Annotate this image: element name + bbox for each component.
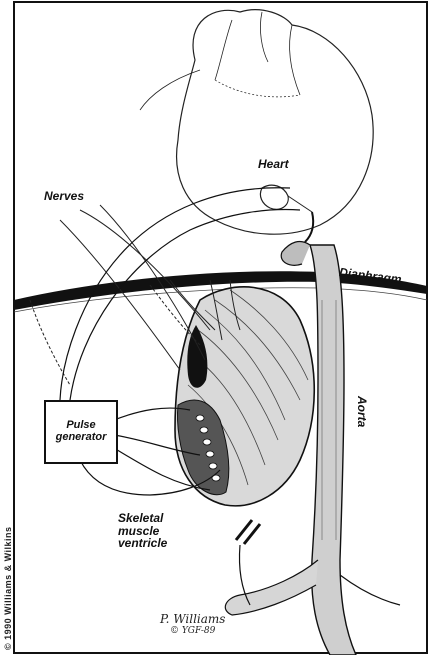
- copyright-credit: © 1990 Williams & Wilkins: [3, 526, 13, 650]
- pulse-generator-label: Pulse generator: [46, 420, 116, 443]
- skeletal-label-line-1: Skeletal: [118, 512, 208, 525]
- aorta-label: Aorta: [355, 396, 368, 427]
- pulse-generator-label-line-2: generator: [46, 432, 116, 444]
- heart-label: Heart: [258, 158, 289, 171]
- muscle-ventricle-drawing: [175, 287, 314, 506]
- skeletal-muscle-ventricle-label: Skeletal muscle ventricle: [118, 512, 208, 550]
- artist-signature: P. Williams: [160, 612, 225, 626]
- skeletal-label-line-3: ventricle: [118, 537, 208, 550]
- pulse-generator-label-line-1: Pulse: [46, 420, 116, 432]
- artist-signature-date: © YGF-89: [170, 626, 215, 636]
- pulse-generator-box: Pulse generator: [44, 400, 118, 464]
- nerves-label: Nerves: [44, 190, 84, 203]
